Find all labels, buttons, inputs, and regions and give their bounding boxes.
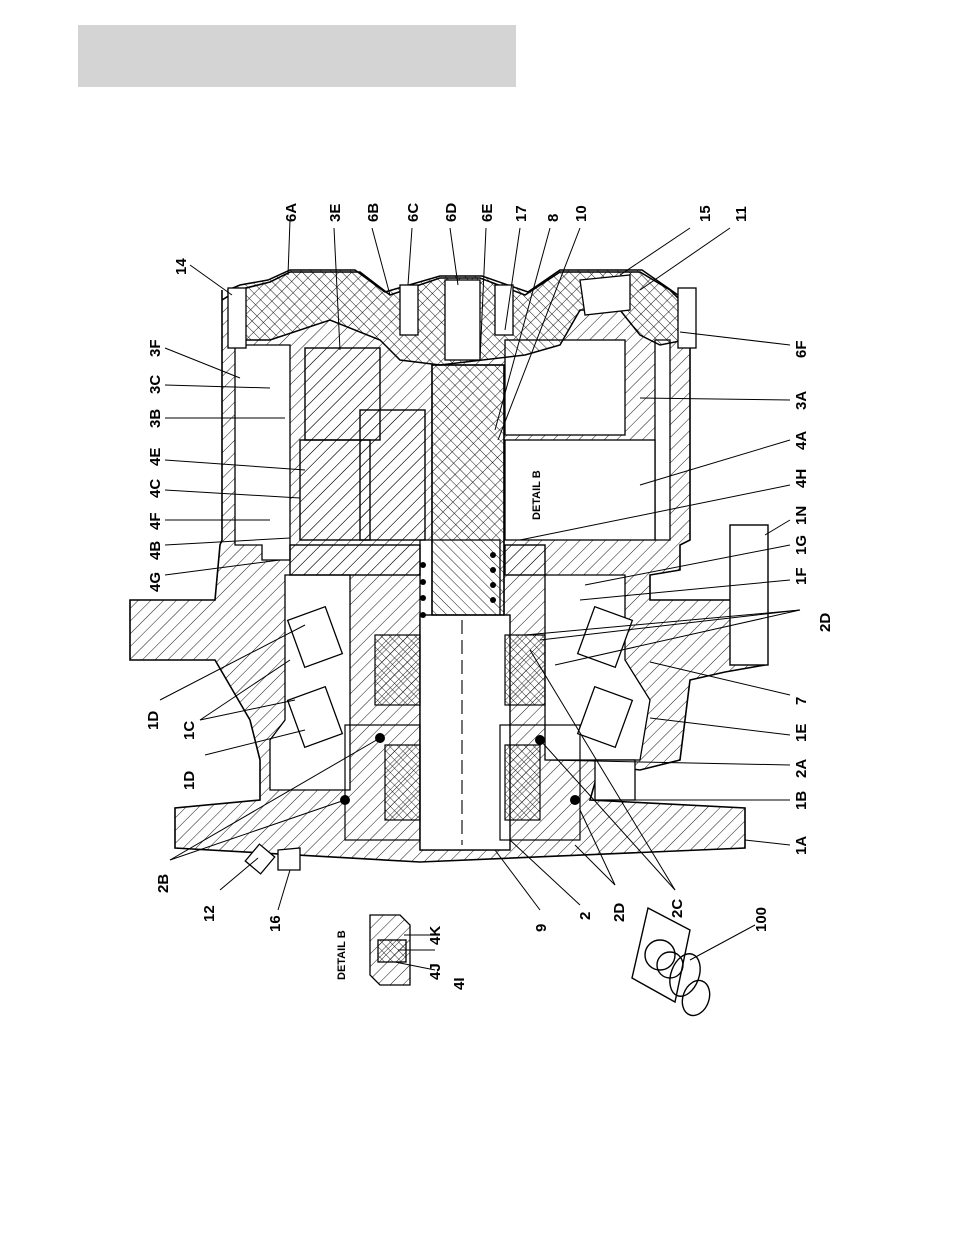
label-detail: 4K bbox=[427, 926, 444, 945]
label-left: 1D bbox=[145, 711, 162, 730]
label-detail: 4I bbox=[451, 977, 468, 990]
label-top: 6E bbox=[479, 204, 496, 222]
label-left: 4G bbox=[147, 572, 164, 592]
label-bottom: 2C bbox=[669, 899, 686, 918]
label-left: 4E bbox=[147, 448, 164, 466]
label-detail: 4J bbox=[427, 963, 444, 980]
label-top: 14 bbox=[173, 258, 190, 275]
detail-b-title: DETAIL B bbox=[336, 930, 348, 980]
label-right: 2D bbox=[817, 613, 834, 632]
label-right: 1G bbox=[793, 535, 810, 555]
label-top: 3E bbox=[327, 204, 344, 222]
stud-1n bbox=[730, 525, 768, 665]
label-right: 1B bbox=[793, 791, 810, 810]
label-top: 6B bbox=[365, 203, 382, 222]
label-left: 4C bbox=[147, 479, 164, 498]
label-left: 4B bbox=[147, 541, 164, 560]
label-left: 3C bbox=[147, 375, 164, 394]
shaft-assembly bbox=[420, 365, 510, 850]
label-bottom: 2D bbox=[611, 903, 628, 922]
label-right: 6F bbox=[793, 340, 810, 358]
label-left: 1D bbox=[181, 771, 198, 790]
label-top: 6A bbox=[283, 203, 300, 222]
label-left: 2B bbox=[155, 874, 172, 893]
label-top: 15 bbox=[697, 205, 714, 222]
label-left: 1C bbox=[181, 721, 198, 740]
label-bottom: 9 bbox=[533, 924, 550, 932]
label-left: 4F bbox=[147, 512, 164, 530]
label-right: 2A bbox=[793, 759, 810, 778]
label-top: 10 bbox=[573, 205, 590, 222]
label-left: 12 bbox=[201, 905, 218, 922]
label-top: 17 bbox=[513, 205, 530, 222]
label-right: 1F bbox=[793, 567, 810, 585]
label-left: 3F bbox=[147, 339, 164, 357]
label-left: 3B bbox=[147, 409, 164, 428]
label-bottom: 100 bbox=[753, 907, 770, 932]
label-left: 16 bbox=[267, 915, 284, 932]
label-top: 6C bbox=[405, 203, 422, 222]
label-right: 3A bbox=[793, 391, 810, 410]
label-right: 4H bbox=[793, 469, 810, 488]
label-right: 1E bbox=[793, 724, 810, 742]
label-top: 8 bbox=[545, 214, 562, 222]
label-top: 11 bbox=[733, 206, 750, 222]
label-bottom: 2 bbox=[577, 912, 594, 920]
label-top: 6D bbox=[443, 203, 460, 222]
seal-kit-100 bbox=[632, 908, 714, 1019]
label-right: 1N bbox=[793, 506, 810, 525]
label-right: 1A bbox=[793, 836, 810, 855]
label-right: 4A bbox=[793, 431, 810, 450]
label-right: 7 bbox=[793, 697, 810, 705]
detail-b-callout: DETAIL B bbox=[531, 470, 543, 520]
